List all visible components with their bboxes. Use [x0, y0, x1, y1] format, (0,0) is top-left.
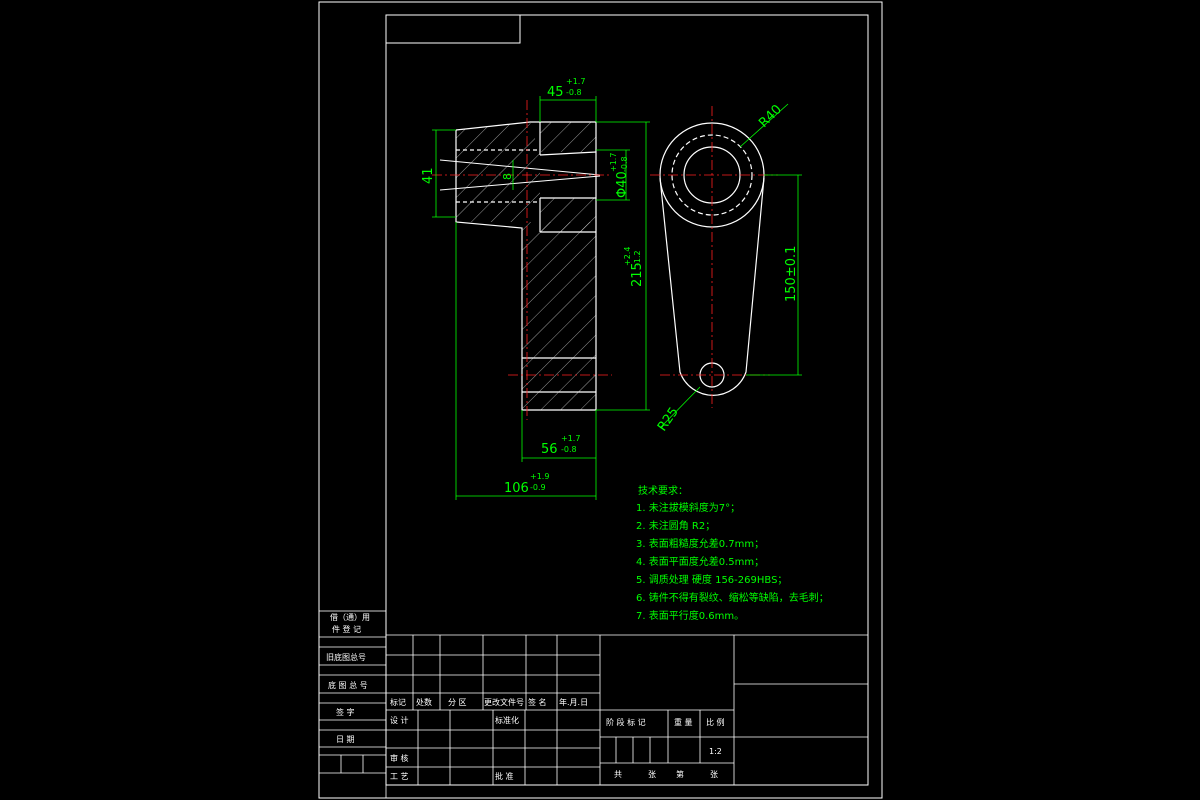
section-view — [432, 100, 612, 420]
title-block-labels: 标记 处数 分 区 更改文件号 签 名 年.月.日 设 计 标准化 审 核 工 … — [390, 697, 725, 781]
dim-lower-width: 56 — [541, 442, 558, 457]
dim-total-width-tol-low: -0.9 — [530, 483, 546, 492]
technical-notes: 技术要求： 1. 未注拔模斜度为7°； 2. 未注圆角 R2； 3. 表面粗糙度… — [636, 484, 829, 622]
dim-center-distance: 150±0.1 — [784, 246, 799, 302]
note-item: 3. 表面粗糙度允差0.7mm； — [636, 537, 764, 550]
tb-scale-label: 比 例 — [706, 717, 725, 727]
note-item: 5. 调质处理 硬度 156-269HBS； — [636, 573, 787, 586]
tb-label: 年.月.日 — [559, 697, 588, 707]
note-item: 4. 表面平面度允差0.5mm； — [636, 555, 764, 568]
tb-sheet: 第 — [676, 769, 684, 779]
dim-lower-width-tol-low: -0.8 — [561, 445, 577, 454]
reg-label: 旧底图总号 — [326, 652, 366, 662]
dim-bore-tol-low: -0.8 — [620, 156, 629, 172]
tb-row-label: 审 核 — [390, 753, 409, 763]
note-item: 7. 表面平行度0.6mm。 — [636, 609, 744, 622]
dim-left-height: 41 — [421, 167, 436, 184]
dim-top-width-tol-low: -0.8 — [566, 88, 582, 97]
note-item: 2. 未注圆角 R2； — [636, 519, 715, 532]
title-block-grid — [386, 634, 868, 785]
note-item: 1. 未注拔模斜度为7°； — [636, 501, 740, 514]
registration-labels: 借（通）用 件 登 记 旧底图总号 底 图 总 号 签 字 日 期 — [326, 612, 370, 744]
reg-label: 日 期 — [336, 735, 355, 744]
tb-row-label: 批 准 — [495, 771, 514, 781]
tb-weight-label: 重 量 — [674, 717, 693, 727]
tb-label: 标记 — [390, 697, 406, 707]
tb-sheet: 张 — [710, 770, 718, 779]
reg-label: 签 字 — [336, 707, 355, 717]
dim-height-tol-up: +2.4 — [623, 247, 632, 266]
tb-label: 处数 — [416, 697, 432, 707]
tb-sheet: 张 — [648, 770, 656, 779]
dim-bore-tol-up: +1.7 — [609, 153, 618, 172]
note-item: 6. 铸件不得有裂纹、缩松等缺陷，去毛刺； — [636, 591, 829, 604]
tb-label: 分 区 — [448, 698, 467, 707]
plan-view — [650, 103, 802, 429]
tb-row-label: 标准化 — [495, 715, 519, 725]
tb-row-label: 工 艺 — [390, 772, 409, 781]
reg-label: 借（通）用 — [330, 612, 370, 622]
dim-height-tol-low: -1.2 — [633, 250, 642, 266]
tb-stage-label: 阶 段 标 记 — [606, 717, 646, 727]
dim-total-width-tol-up: +1.9 — [530, 472, 549, 481]
tb-sheet: 共 — [614, 770, 622, 779]
dim-top-width-tol-up: +1.7 — [566, 77, 585, 86]
dim-height: 215 — [630, 262, 645, 287]
dim-top-width: 45 — [547, 85, 564, 100]
dim-inner-small: 8 — [501, 173, 514, 180]
dim-lower-width-tol-up: +1.7 — [561, 434, 580, 443]
registration-column — [318, 610, 387, 799]
tb-row-label: 设 计 — [390, 715, 409, 725]
sheet-frame — [318, 1, 883, 799]
reg-label: 底 图 总 号 — [328, 680, 368, 690]
tb-scale-value: 1:2 — [709, 747, 722, 756]
dim-total-width: 106 — [504, 481, 529, 496]
tb-label: 更改文件号 — [484, 697, 524, 707]
dim-radius-large: R40 — [756, 102, 785, 131]
tb-label: 签 名 — [528, 697, 547, 707]
section-dimensions — [432, 96, 650, 500]
dim-bore: Φ40 — [615, 171, 630, 198]
reg-label: 件 登 记 — [332, 624, 361, 634]
notes-title: 技术要求： — [638, 484, 688, 497]
